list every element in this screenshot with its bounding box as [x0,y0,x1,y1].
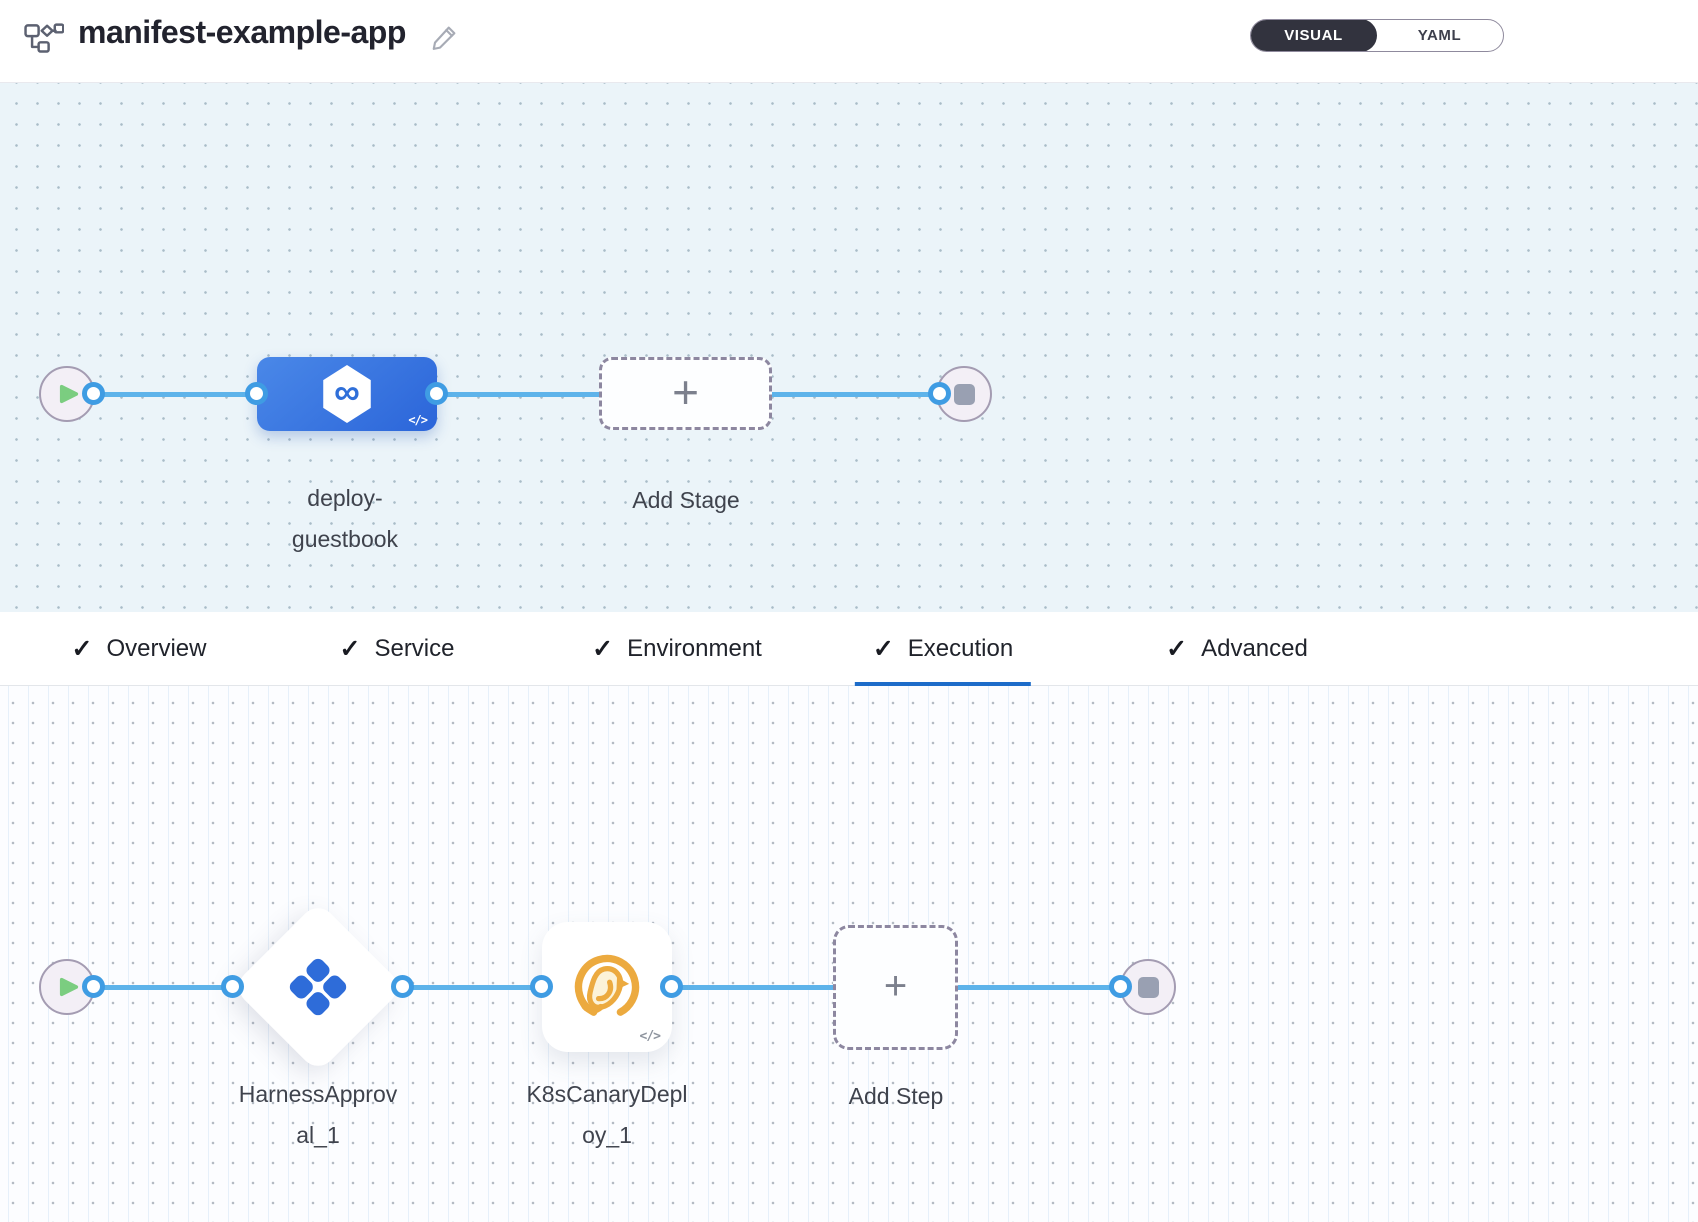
step-node-harness-approval[interactable] [231,900,405,1074]
stage-node-deploy-guestbook[interactable]: ∞ </> [257,357,437,431]
edit-pencil-icon[interactable] [430,22,460,57]
step-node-k8s-canary-deploy[interactable]: </> [542,922,672,1052]
check-icon: ✓ [339,634,361,663]
connector-line [437,392,599,397]
connector-port [928,382,951,405]
yaml-toggle-button[interactable]: YAML [1417,27,1462,44]
connector-port [82,382,105,405]
tab-overview[interactable]: ✓ Overview [71,634,207,663]
connector-line [958,985,1121,990]
code-badge-icon[interactable]: </> [639,1029,662,1044]
stop-icon [1137,976,1159,998]
step-label-harness-approval: HarnessApprov al_1 [238,1081,398,1148]
header-bar: manifest-example-app VISUAL YAML [0,0,1698,83]
connector-line [94,985,233,990]
stage-label: deploy- guestbook [291,485,399,552]
tab-advanced[interactable]: ✓ Advanced [1166,634,1308,663]
connector-port [82,975,105,998]
add-step-button[interactable]: + [833,925,958,1050]
play-icon [59,384,79,404]
plus-icon: + [883,963,908,1008]
step-label-k8s-canary-deploy: K8sCanaryDepl oy_1 [526,1081,688,1148]
code-badge-icon[interactable]: </> [408,413,428,427]
harness-approval-icon [289,958,347,1016]
connector-line [94,392,257,397]
view-mode-toggle: VISUAL YAML [1250,19,1504,52]
tab-environment[interactable]: ✓ Environment [592,634,762,663]
tab-service[interactable]: ✓ Service [339,634,455,663]
play-icon [59,977,79,997]
connector-port [221,975,244,998]
plus-icon: + [672,365,699,418]
cd-hexagon-icon: ∞ [323,365,371,423]
tab-execution[interactable]: ✓ Execution [854,612,1032,686]
check-icon: ✓ [592,634,614,663]
stage-canvas [0,83,1698,612]
connector-port [1109,975,1132,998]
stop-icon [953,383,975,405]
page-title: manifest-example-app [78,14,406,50]
connector-port [530,975,553,998]
add-stage-button[interactable]: + [599,357,772,430]
stage-config-tabs: ✓ Overview ✓ Service ✓ Environment ✓ Exe… [0,612,1698,686]
connector-port [391,975,414,998]
check-icon: ✓ [872,634,894,663]
connector-line [772,392,940,397]
connector-line [403,985,542,990]
check-icon: ✓ [1166,634,1188,663]
canary-bird-icon [574,954,640,1020]
visual-toggle-button[interactable]: VISUAL [1251,20,1377,51]
add-stage-label: Add Stage [632,487,740,513]
connector-port [245,382,268,405]
add-step-label: Add Step [848,1083,944,1109]
connector-line [672,985,833,990]
connector-port [660,975,683,998]
connector-port [425,382,448,405]
pipeline-icon [24,23,65,62]
check-icon: ✓ [71,634,93,663]
